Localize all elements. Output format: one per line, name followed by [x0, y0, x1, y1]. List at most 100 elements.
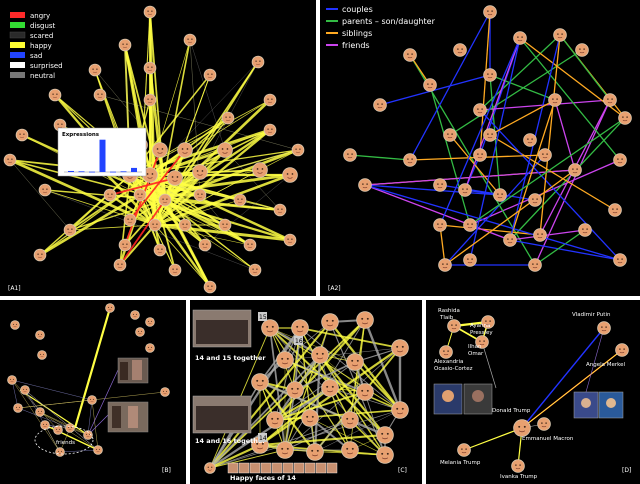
- a2-face-node[interactable]: [493, 188, 507, 202]
- a1-face-node[interactable]: [252, 56, 265, 69]
- c-face-node[interactable]: [356, 383, 374, 401]
- c-face-node[interactable]: [276, 441, 294, 459]
- a1-face-node[interactable]: [16, 129, 29, 142]
- a2-face-node[interactable]: [613, 253, 627, 267]
- d-face-melania[interactable]: [457, 443, 471, 457]
- a1-face-node[interactable]: [222, 112, 235, 125]
- a1-face-node[interactable]: [179, 219, 192, 232]
- a2-face-node[interactable]: [613, 153, 627, 167]
- a2-face-node[interactable]: [473, 148, 487, 162]
- d-face-macron[interactable]: [537, 417, 551, 431]
- a2-face-node[interactable]: [458, 183, 472, 197]
- a1-face-node[interactable]: [144, 94, 157, 107]
- a1-face-node[interactable]: [154, 244, 167, 257]
- a2-face-node[interactable]: [463, 218, 477, 232]
- b-face-node[interactable]: [35, 407, 45, 417]
- b-face-node[interactable]: [10, 320, 20, 330]
- b-face-node[interactable]: [130, 310, 140, 320]
- a1-face-node[interactable]: [149, 219, 162, 232]
- a2-face-node[interactable]: [433, 218, 447, 232]
- a1-face-node[interactable]: [144, 6, 157, 19]
- a1-face-node[interactable]: [192, 164, 208, 180]
- a2-face-node[interactable]: [548, 93, 562, 107]
- d-face-rashida[interactable]: [447, 319, 461, 333]
- a2-face-node[interactable]: [575, 43, 589, 57]
- a2-face-node[interactable]: [433, 178, 447, 192]
- b-face-node[interactable]: [53, 425, 63, 435]
- a2-face-node[interactable]: [473, 103, 487, 117]
- b-face-node[interactable]: [160, 387, 170, 397]
- c-face-node[interactable]: [291, 319, 309, 337]
- a1-face-node[interactable]: [264, 94, 277, 107]
- a1-face-node[interactable]: [124, 214, 137, 227]
- a2-face-node[interactable]: [528, 193, 542, 207]
- a1-face-node[interactable]: [104, 189, 117, 202]
- c-face-node[interactable]: [286, 381, 304, 399]
- a2-face-node[interactable]: [463, 253, 477, 267]
- a1-face-node[interactable]: [159, 194, 172, 207]
- a2-face-node[interactable]: [403, 48, 417, 62]
- a1-face-node[interactable]: [39, 184, 52, 197]
- a2-face-node[interactable]: [343, 148, 357, 162]
- c-face-node[interactable]: [346, 353, 364, 371]
- d-face-ivanka[interactable]: [511, 459, 525, 473]
- a1-face-node[interactable]: [167, 170, 183, 186]
- a1-face-node[interactable]: [114, 259, 127, 272]
- b-face-node[interactable]: [87, 395, 97, 405]
- a1-face-node[interactable]: [94, 89, 107, 102]
- c-face-node[interactable]: [341, 411, 359, 429]
- a1-face-node[interactable]: [199, 239, 212, 252]
- a2-face-node[interactable]: [553, 28, 567, 42]
- a1-face-node[interactable]: [134, 189, 147, 202]
- c-face-node[interactable]: [321, 379, 339, 397]
- a1-face-node[interactable]: [249, 264, 262, 277]
- a1-face-node[interactable]: [4, 154, 17, 167]
- a2-face-node[interactable]: [453, 43, 467, 57]
- a2-face-node[interactable]: [503, 233, 517, 247]
- c-face-node[interactable]: [376, 426, 394, 444]
- a1-face-node[interactable]: [204, 69, 217, 82]
- a1-face-node[interactable]: [119, 39, 132, 52]
- a1-face-node[interactable]: [119, 239, 132, 252]
- a1-face-node[interactable]: [152, 142, 168, 158]
- a2-face-node[interactable]: [423, 78, 437, 92]
- c-face-node[interactable]: [204, 462, 216, 474]
- b-face-node[interactable]: [145, 343, 155, 353]
- a1-face-node[interactable]: [264, 124, 277, 137]
- a1-face-node[interactable]: [217, 142, 233, 158]
- a2-face-node[interactable]: [603, 93, 617, 107]
- b-face-node[interactable]: [55, 447, 65, 457]
- c-face-node[interactable]: [376, 446, 394, 464]
- a2-face-node[interactable]: [528, 258, 542, 272]
- a2-face-node[interactable]: [483, 5, 497, 19]
- a2-face-node[interactable]: [513, 31, 527, 45]
- a2-face-node[interactable]: [568, 163, 582, 177]
- c-face-node[interactable]: [356, 311, 374, 329]
- d-face-alexandria[interactable]: [439, 345, 453, 359]
- a2-face-node[interactable]: [608, 203, 622, 217]
- c-face-node[interactable]: [276, 351, 294, 369]
- b-face-node[interactable]: [20, 385, 30, 395]
- b-face-node[interactable]: [37, 350, 47, 360]
- a2-face-node[interactable]: [358, 178, 372, 192]
- a2-face-node[interactable]: [483, 128, 497, 142]
- c-face-node[interactable]: [306, 443, 324, 461]
- a1-face-node[interactable]: [234, 194, 247, 207]
- a1-face-node[interactable]: [204, 281, 217, 294]
- a1-face-node[interactable]: [184, 34, 197, 47]
- a1-face-node[interactable]: [89, 64, 102, 77]
- b-face-node[interactable]: [35, 330, 45, 340]
- a2-face-node[interactable]: [373, 98, 387, 112]
- b-face-node[interactable]: [65, 423, 75, 433]
- a1-face-node[interactable]: [177, 142, 193, 158]
- d-face-putin[interactable]: [597, 321, 611, 335]
- a2-face-node[interactable]: [533, 228, 547, 242]
- a1-face-node[interactable]: [49, 89, 62, 102]
- a1-face-node[interactable]: [244, 239, 257, 252]
- c-face-node[interactable]: [321, 313, 339, 331]
- a1-face-node[interactable]: [292, 144, 305, 157]
- d-face-trump[interactable]: [513, 419, 531, 437]
- c-face-node[interactable]: [261, 319, 279, 337]
- c-face-node[interactable]: [311, 346, 329, 364]
- c-face-node[interactable]: [391, 401, 409, 419]
